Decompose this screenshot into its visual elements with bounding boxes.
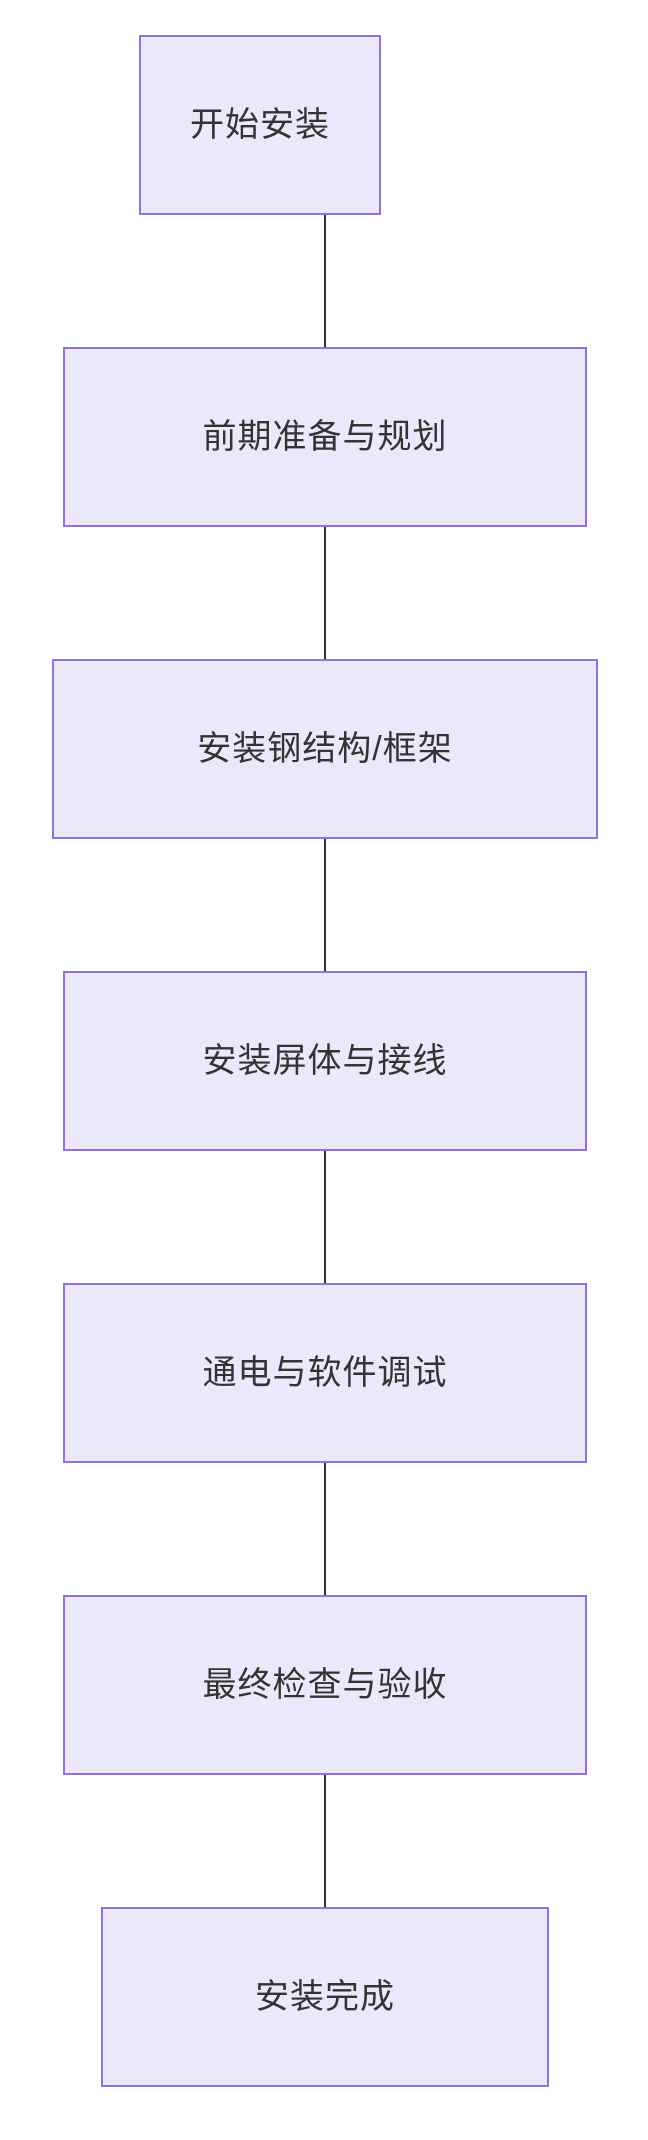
node-start-installation[interactable]: 开始安装: [139, 35, 381, 215]
node-label: 前期准备与规划: [202, 417, 448, 456]
node-label: 最终检查与验收: [202, 1665, 448, 1704]
edge-line: [324, 527, 326, 659]
node-preliminary-preparation-planning[interactable]: 前期准备与规划: [63, 347, 587, 527]
edge-line: [324, 1151, 326, 1283]
edge-line: [324, 1463, 326, 1595]
node-final-inspection-acceptance[interactable]: 最终检查与验收: [63, 1595, 587, 1775]
node-install-steel-structure-frame[interactable]: 安装钢结构/框架: [52, 659, 598, 839]
node-label: 安装钢结构/框架: [197, 729, 453, 768]
node-label: 安装屏体与接线: [202, 1041, 448, 1080]
node-label: 开始安装: [190, 105, 330, 144]
node-install-screen-wiring[interactable]: 安装屏体与接线: [63, 971, 587, 1151]
edge-line: [324, 215, 326, 347]
edge-line: [324, 1775, 326, 1907]
node-label: 通电与软件调试: [202, 1353, 448, 1392]
edge-line: [324, 839, 326, 971]
node-power-on-software-debug[interactable]: 通电与软件调试: [63, 1283, 587, 1463]
node-label: 安装完成: [255, 1977, 395, 2016]
node-installation-complete[interactable]: 安装完成: [101, 1907, 549, 2087]
